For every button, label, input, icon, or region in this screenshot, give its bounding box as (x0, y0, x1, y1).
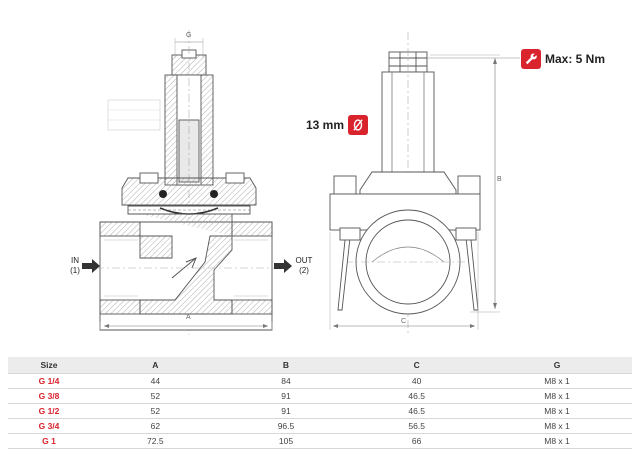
inlet-label-text: IN (71, 256, 79, 265)
dimension-g-label: G (186, 32, 192, 39)
cell-a: 72.5 (90, 433, 221, 449)
cell-size: G 1/4 (8, 373, 90, 389)
column-header-g: G (482, 357, 632, 374)
table-row: G 1/4 44 84 40 M8 x 1 (8, 373, 632, 389)
inlet-arrow-icon (82, 259, 100, 273)
outlet-label-number: (2) (299, 266, 309, 275)
cell-b: 91 (220, 388, 352, 404)
cell-g: M8 x 1 (482, 373, 632, 389)
dimensions-table: Size A B C G G 1/4 44 84 40 M8 x 1 G 3/8… (8, 357, 632, 449)
dimension-c-label: C (401, 318, 407, 325)
outlet-label-text: OUT (295, 256, 313, 265)
valve-technical-drawing (82, 30, 520, 335)
column-header-size: Size (8, 357, 90, 374)
cell-size: G 3/8 (8, 388, 90, 404)
cell-g: M8 x 1 (482, 433, 632, 449)
flow-arrows (82, 259, 292, 273)
cell-a: 52 (90, 388, 221, 404)
cell-b: 84 (220, 373, 352, 389)
table-row: G 1/2 52 91 46.5 M8 x 1 (8, 403, 632, 419)
cell-a: 44 (90, 373, 221, 389)
dimension-a-label: A (186, 314, 191, 321)
cell-c: 46.5 (351, 403, 482, 419)
table-row: G 1 72.5 105 66 M8 x 1 (8, 433, 632, 449)
table-header-row: Size A B C G (8, 357, 632, 374)
outlet-arrow-icon (274, 259, 292, 273)
diameter-icon (348, 115, 368, 135)
table-row: G 3/4 62 96.5 56.5 M8 x 1 (8, 418, 632, 434)
cell-size: G 1/2 (8, 403, 90, 419)
cell-c: 46.5 (351, 388, 482, 404)
cell-size: G 3/4 (8, 418, 90, 434)
outlet-label: OUT (2) (292, 256, 316, 276)
inlet-label-number: (1) (70, 266, 80, 275)
table-row: G 3/8 52 91 46.5 M8 x 1 (8, 388, 632, 404)
cell-c: 56.5 (351, 418, 482, 434)
cell-c: 66 (351, 433, 482, 449)
cell-a: 52 (90, 403, 221, 419)
side-view (329, 32, 520, 335)
cell-g: M8 x 1 (482, 418, 632, 434)
wrench-icon (521, 49, 541, 69)
column-header-b: B (220, 357, 352, 374)
cell-a: 62 (90, 418, 221, 434)
cell-g: M8 x 1 (482, 388, 632, 404)
column-header-a: A (90, 357, 221, 374)
inlet-label: IN (1) (64, 256, 86, 276)
section-view (96, 30, 280, 335)
cell-size: G 1 (8, 433, 90, 449)
dimension-b-label: B (497, 176, 502, 183)
cell-b: 105 (220, 433, 352, 449)
cell-c: 40 (351, 373, 482, 389)
nut-size-label: 13 mm (306, 118, 345, 132)
cell-b: 96.5 (220, 418, 352, 434)
column-header-c: C (351, 357, 482, 374)
cell-g: M8 x 1 (482, 403, 632, 419)
cell-b: 91 (220, 403, 352, 419)
max-torque-label: Max: 5 Nm (545, 52, 606, 66)
